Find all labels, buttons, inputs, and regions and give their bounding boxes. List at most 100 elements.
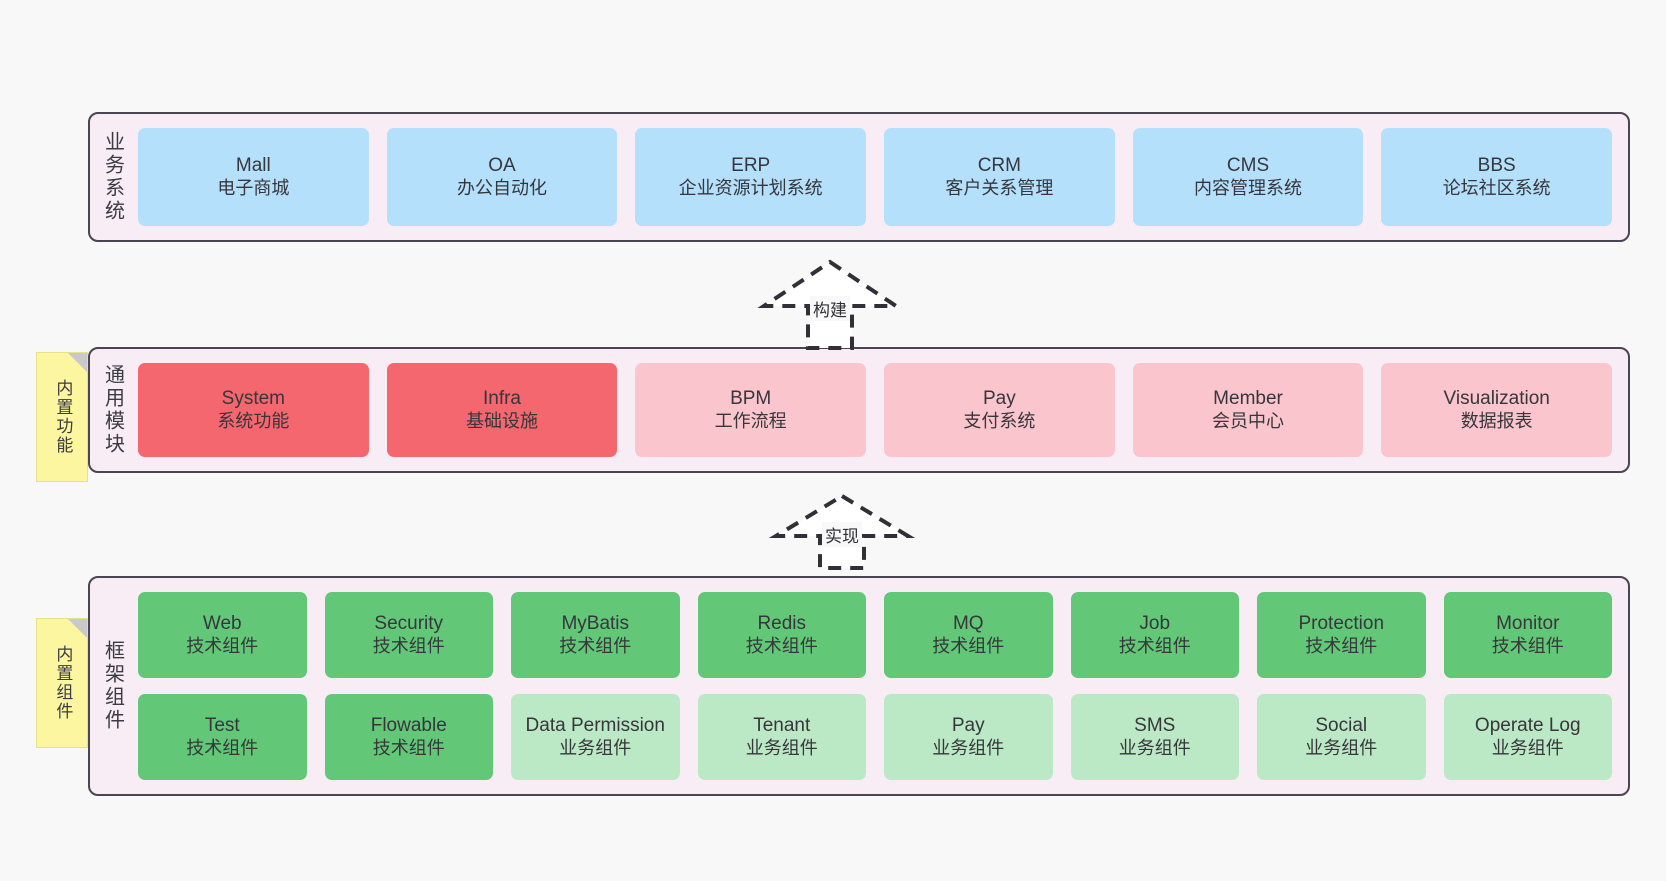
box-subtitle: 技术组件 bbox=[1118, 635, 1191, 656]
box-subtitle: 技术组件 bbox=[1491, 635, 1564, 656]
box-title: Security bbox=[374, 613, 444, 635]
box-title: ERP bbox=[731, 155, 771, 177]
box-title: SMS bbox=[1134, 715, 1176, 737]
box-subtitle: 业务组件 bbox=[1491, 737, 1564, 758]
box-tenant[interactable]: Tenant 业务组件 bbox=[697, 694, 866, 780]
box-title: CRM bbox=[977, 155, 1021, 177]
connector-implement: 实现 bbox=[768, 492, 916, 570]
box-mybatis[interactable]: MyBatis 技术组件 bbox=[511, 592, 680, 678]
box-title: MyBatis bbox=[561, 613, 630, 635]
box-title: Job bbox=[1139, 613, 1171, 635]
box-title: Flowable bbox=[370, 715, 447, 737]
layer-body-framework-component: Web 技术组件 Security 技术组件 MyBatis 技术组件 Redi… bbox=[134, 578, 1628, 794]
box-protection[interactable]: Protection 技术组件 bbox=[1257, 592, 1426, 678]
box-flowable[interactable]: Flowable 技术组件 bbox=[324, 694, 493, 780]
box-subtitle: 技术组件 bbox=[372, 635, 445, 656]
box-member[interactable]: Member 会员中心 bbox=[1132, 363, 1364, 457]
box-title: Web bbox=[202, 613, 242, 635]
box-job[interactable]: Job 技术组件 bbox=[1070, 592, 1239, 678]
layer-row: Test 技术组件 Flowable 技术组件 Data Permission … bbox=[138, 694, 1612, 780]
box-sms[interactable]: SMS 业务组件 bbox=[1070, 694, 1239, 780]
layer-body-business-system: Mall 电子商城 OA 办公自动化 ERP 企业资源计划系统 CRM 客户关系… bbox=[134, 114, 1628, 240]
note-fold-icon bbox=[68, 619, 87, 638]
box-pay[interactable]: Pay 支付系统 bbox=[884, 363, 1115, 457]
box-subtitle: 客户关系管理 bbox=[945, 177, 1054, 198]
box-title: Operate Log bbox=[1474, 715, 1581, 737]
box-operate-log[interactable]: Operate Log 业务组件 bbox=[1443, 694, 1612, 780]
box-title: BBS bbox=[1477, 155, 1516, 177]
box-subtitle: 技术组件 bbox=[372, 737, 445, 758]
box-mall[interactable]: Mall 电子商城 bbox=[138, 128, 369, 226]
connector-build: 构建 bbox=[757, 258, 903, 350]
connector-implement-label: 实现 bbox=[822, 522, 862, 547]
box-title: Mall bbox=[235, 155, 271, 177]
box-subtitle: 支付系统 bbox=[963, 410, 1036, 431]
layer-title-common-module: 通用模块 bbox=[90, 349, 134, 471]
layer-title-text: 通用模块 bbox=[101, 364, 124, 456]
box-social[interactable]: Social 业务组件 bbox=[1257, 694, 1426, 780]
box-title: Tenant bbox=[753, 715, 811, 737]
box-bbs[interactable]: BBS 论坛社区系统 bbox=[1381, 128, 1613, 226]
layer-framework-component: 框架组件 Web 技术组件 Security 技术组件 MyBatis 技术组件… bbox=[88, 576, 1630, 796]
box-bpm[interactable]: BPM 工作流程 bbox=[635, 363, 867, 457]
box-subtitle: 系统功能 bbox=[217, 410, 290, 431]
box-subtitle: 业务组件 bbox=[1305, 737, 1378, 758]
box-subtitle: 业务组件 bbox=[932, 737, 1005, 758]
connector-build-label: 构建 bbox=[810, 296, 850, 321]
box-title: BPM bbox=[730, 388, 772, 410]
box-subtitle: 技术组件 bbox=[186, 635, 259, 656]
box-title: CMS bbox=[1226, 155, 1270, 177]
box-cms[interactable]: CMS 内容管理系统 bbox=[1132, 128, 1364, 226]
box-subtitle: 企业资源计划系统 bbox=[678, 177, 823, 198]
box-title: Pay bbox=[951, 715, 985, 737]
layer-title-framework-component: 框架组件 bbox=[90, 578, 134, 794]
box-title: Protection bbox=[1298, 613, 1385, 635]
note-label: 内置组件 bbox=[53, 645, 73, 721]
layer-body-common-module: System 系统功能 Infra 基础设施 BPM 工作流程 Pay 支付系统… bbox=[134, 349, 1628, 471]
box-subtitle: 基础设施 bbox=[466, 410, 538, 431]
box-title: OA bbox=[488, 155, 516, 177]
box-title: Member bbox=[1213, 388, 1283, 410]
box-crm[interactable]: CRM 客户关系管理 bbox=[884, 128, 1115, 226]
box-subtitle: 会员中心 bbox=[1212, 410, 1285, 431]
box-title: Visualization bbox=[1443, 388, 1550, 410]
layer-title-text: 业务系统 bbox=[101, 131, 124, 223]
note-label: 内置功能 bbox=[53, 379, 73, 455]
box-system[interactable]: System 系统功能 bbox=[138, 363, 369, 457]
box-title: Redis bbox=[757, 613, 807, 635]
layer-title-text: 框架组件 bbox=[101, 640, 124, 732]
box-redis[interactable]: Redis 技术组件 bbox=[697, 592, 866, 678]
box-erp[interactable]: ERP 企业资源计划系统 bbox=[635, 128, 867, 226]
layer-common-module: 通用模块 System 系统功能 Infra 基础设施 BPM 工作流程 Pay bbox=[88, 347, 1630, 473]
box-subtitle: 电子商城 bbox=[217, 177, 290, 198]
note-builtin-function: 内置功能 bbox=[36, 352, 88, 482]
box-title: System bbox=[221, 388, 286, 410]
box-infra[interactable]: Infra 基础设施 bbox=[386, 363, 618, 457]
box-subtitle: 业务组件 bbox=[559, 737, 632, 758]
box-subtitle: 技术组件 bbox=[559, 635, 632, 656]
box-title: Social bbox=[1315, 715, 1368, 737]
box-data-permission[interactable]: Data Permission 业务组件 bbox=[511, 694, 680, 780]
box-oa[interactable]: OA 办公自动化 bbox=[386, 128, 618, 226]
box-test[interactable]: Test 技术组件 bbox=[138, 694, 307, 780]
box-subtitle: 论坛社区系统 bbox=[1442, 177, 1551, 198]
box-subtitle: 业务组件 bbox=[745, 737, 818, 758]
box-mq[interactable]: MQ 技术组件 bbox=[884, 592, 1053, 678]
box-title: MQ bbox=[952, 613, 984, 635]
box-subtitle: 办公自动化 bbox=[457, 177, 547, 198]
box-security[interactable]: Security 技术组件 bbox=[324, 592, 493, 678]
layer-row: Web 技术组件 Security 技术组件 MyBatis 技术组件 Redi… bbox=[138, 592, 1612, 678]
box-visualization[interactable]: Visualization 数据报表 bbox=[1381, 363, 1613, 457]
box-subtitle: 工作流程 bbox=[714, 410, 787, 431]
box-monitor[interactable]: Monitor 技术组件 bbox=[1443, 592, 1612, 678]
box-subtitle: 技术组件 bbox=[932, 635, 1005, 656]
box-subtitle: 内容管理系统 bbox=[1194, 177, 1303, 198]
layer-row: Mall 电子商城 OA 办公自动化 ERP 企业资源计划系统 CRM 客户关系… bbox=[138, 128, 1613, 226]
box-pay-component[interactable]: Pay 业务组件 bbox=[884, 694, 1053, 780]
note-fold-icon bbox=[68, 353, 87, 372]
box-title: Infra bbox=[482, 388, 522, 410]
box-title: Data Permission bbox=[525, 715, 665, 737]
box-title: Monitor bbox=[1496, 613, 1560, 635]
box-web[interactable]: Web 技术组件 bbox=[138, 592, 307, 678]
box-title: Pay bbox=[982, 388, 1016, 410]
